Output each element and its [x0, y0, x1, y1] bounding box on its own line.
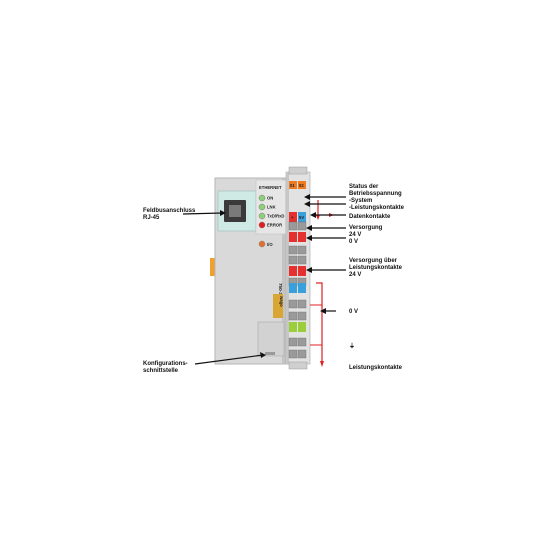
- led-error: [258, 221, 266, 229]
- label-status-2: Betriebsspannung: [349, 191, 402, 197]
- terminal-rail-left: [286, 172, 289, 364]
- terminal-plus-label: +: [291, 215, 294, 220]
- led-txd-rxd: [258, 212, 266, 220]
- terminal-blue-left[interactable]: [289, 283, 297, 293]
- clamp-screw[interactable]: [288, 255, 298, 265]
- leader-arrowhead-right: [310, 212, 316, 218]
- terminal-cap-bottom: [288, 361, 308, 370]
- label-config-2: schnittstelle: [143, 368, 179, 374]
- led-on: [258, 194, 266, 202]
- clamp-screw[interactable]: [297, 245, 307, 255]
- clamp-screw[interactable]: [297, 311, 307, 321]
- terminal-ground-right[interactable]: [298, 322, 306, 332]
- label-data-contacts: Datenkontakte: [349, 214, 391, 220]
- leader-arrowhead-right: [304, 194, 310, 200]
- clamp-screw[interactable]: [288, 299, 298, 309]
- status-led-02: [298, 181, 306, 189]
- clamp-screw[interactable]: [297, 349, 307, 359]
- label-power-supply-1: Versorgung über: [349, 258, 398, 264]
- clamp-screw[interactable]: [297, 337, 307, 347]
- status-led-01: [289, 181, 297, 189]
- ground-icon: ⏚: [349, 343, 355, 350]
- leader-config: [194, 354, 264, 365]
- led-lnk-label: LNK: [267, 205, 276, 210]
- network-title: ETHERNET: [259, 185, 282, 190]
- led-error-label: ERROR: [267, 223, 282, 228]
- leader-config-arrow: [260, 352, 266, 358]
- led-on-label: ON: [267, 196, 273, 201]
- label-power-contacts: Leistungskontakte: [349, 365, 403, 371]
- led-lnk: [258, 203, 266, 211]
- terminal-ground-left[interactable]: [289, 322, 297, 332]
- leader-arrowhead-right: [320, 308, 326, 314]
- label-fieldbus-2: RJ-45: [143, 215, 160, 221]
- config-port[interactable]: [257, 321, 285, 357]
- leader-arrowhead-right: [306, 225, 312, 231]
- clamp-screw[interactable]: [288, 337, 298, 347]
- housing-shadow: [282, 178, 288, 364]
- config-port-slot: [265, 352, 275, 355]
- label-zero-v: 0 V: [349, 309, 358, 315]
- label-supply-1: Versorgung: [349, 225, 383, 231]
- clamp-screw[interactable]: [288, 349, 298, 359]
- terminal-blue-right[interactable]: [298, 283, 306, 293]
- terminal-minus-label: 5V: [299, 215, 304, 220]
- clamp-screw[interactable]: [297, 299, 307, 309]
- power-contact-arrow-bottom: [320, 361, 324, 367]
- label-status-3: -System: [349, 198, 372, 204]
- terminal-red-right[interactable]: [298, 232, 306, 242]
- clamp-screw[interactable]: [297, 221, 307, 231]
- clamp-screw[interactable]: [288, 221, 298, 231]
- status-led-02-label: 02: [299, 183, 304, 188]
- leader-arrowhead-right: [304, 201, 310, 207]
- terminal-red2-right[interactable]: [298, 266, 306, 276]
- io-led: [258, 240, 266, 248]
- leader-arrowhead-right: [306, 235, 312, 241]
- label-power-supply-2: Leistungskontakte: [349, 265, 403, 271]
- terminal-red-left[interactable]: [289, 232, 297, 242]
- led-txd-rxd-label: TxD/RxD: [267, 214, 284, 219]
- label-fieldbus-1: Feldbusanschluss: [143, 208, 196, 214]
- leader-fieldbus: [182, 212, 223, 215]
- brand-mark: wago: [279, 295, 284, 307]
- rj45-port-inner: [229, 205, 241, 217]
- status-led-01-label: 01: [290, 183, 295, 188]
- side-latch: [210, 258, 217, 276]
- label-status-4: -Leistungskontakte: [349, 205, 405, 211]
- clamp-screw[interactable]: [288, 311, 298, 321]
- label-power-supply-3: 24 V: [349, 272, 361, 278]
- brand-plate: [273, 294, 283, 318]
- power-contact-line: [316, 282, 323, 362]
- label-config-1: Konfigurations-: [143, 361, 188, 367]
- terminal-minus[interactable]: [298, 212, 306, 222]
- terminal-red2-left[interactable]: [289, 266, 297, 276]
- leader-arrowhead-right: [306, 267, 312, 273]
- clamp-screw[interactable]: [297, 255, 307, 265]
- clamp-screw[interactable]: [288, 245, 298, 255]
- power-contact-arrow-top: [316, 215, 320, 220]
- model-label: 750-342: [278, 283, 283, 300]
- label-supply-3: 0 V: [349, 239, 358, 245]
- terminal-cap-top: [288, 166, 308, 175]
- label-supply-2: 24 V: [349, 232, 361, 238]
- terminal-plus[interactable]: [289, 212, 297, 222]
- leader-fieldbus-arrow: [220, 210, 226, 216]
- io-led-label: I/O: [267, 242, 273, 247]
- label-status-1: Status der: [349, 184, 379, 190]
